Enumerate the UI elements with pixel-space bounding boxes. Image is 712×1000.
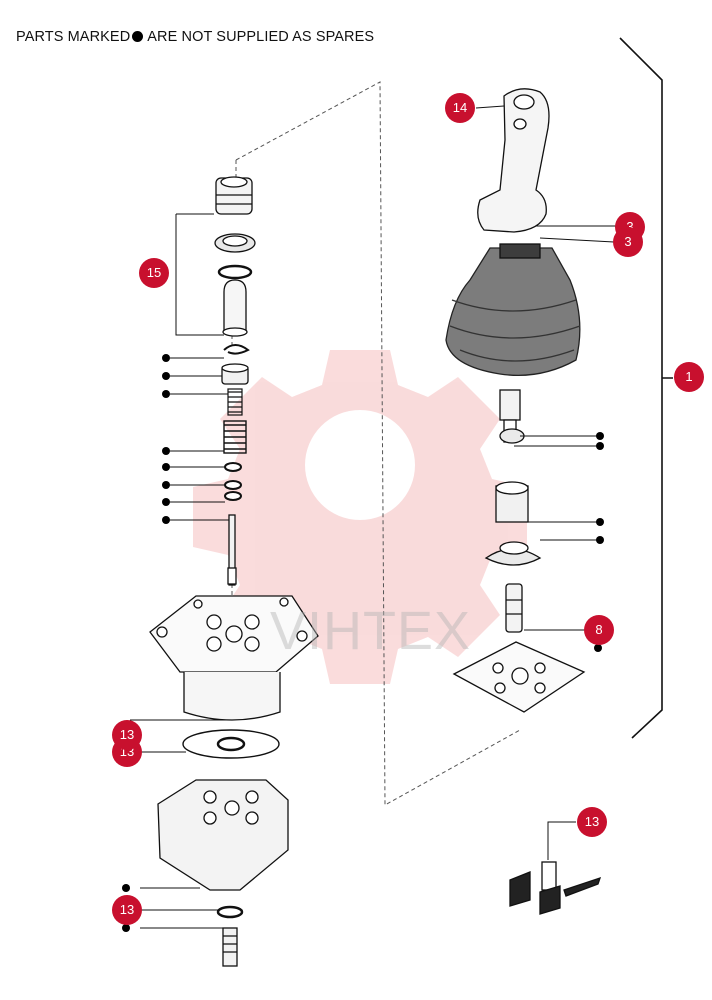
callout-15: 15 (139, 258, 169, 288)
not-supplied-bullets (122, 354, 604, 932)
right-stack-parts (445, 88, 586, 713)
spares-note: PARTS MARKED ARE NOT SUPPLIED AS SPARES (16, 29, 374, 45)
callout-13-gasket-upper: 13 (112, 720, 142, 750)
callout-8: 8 (584, 615, 614, 645)
spares-note-prefix: PARTS MARKED (16, 29, 131, 45)
leader-lines (130, 105, 616, 929)
callout-13-oring: 13 (112, 895, 142, 925)
left-stack-parts (149, 176, 319, 967)
callout-3-lower: 3 (613, 227, 643, 257)
callout-14: 14 (445, 93, 475, 123)
not-supplied-bullet-icon (132, 31, 144, 42)
watermark-text: VIHTEX (270, 601, 472, 661)
callout-1: 1 (674, 362, 704, 392)
spares-note-suffix: ARE NOT SUPPLIED AS SPARES (147, 29, 375, 45)
sealant-symbol-icon (509, 861, 602, 915)
callout-13-sealant: 13 (577, 807, 607, 837)
assembly-bracket (619, 37, 673, 739)
